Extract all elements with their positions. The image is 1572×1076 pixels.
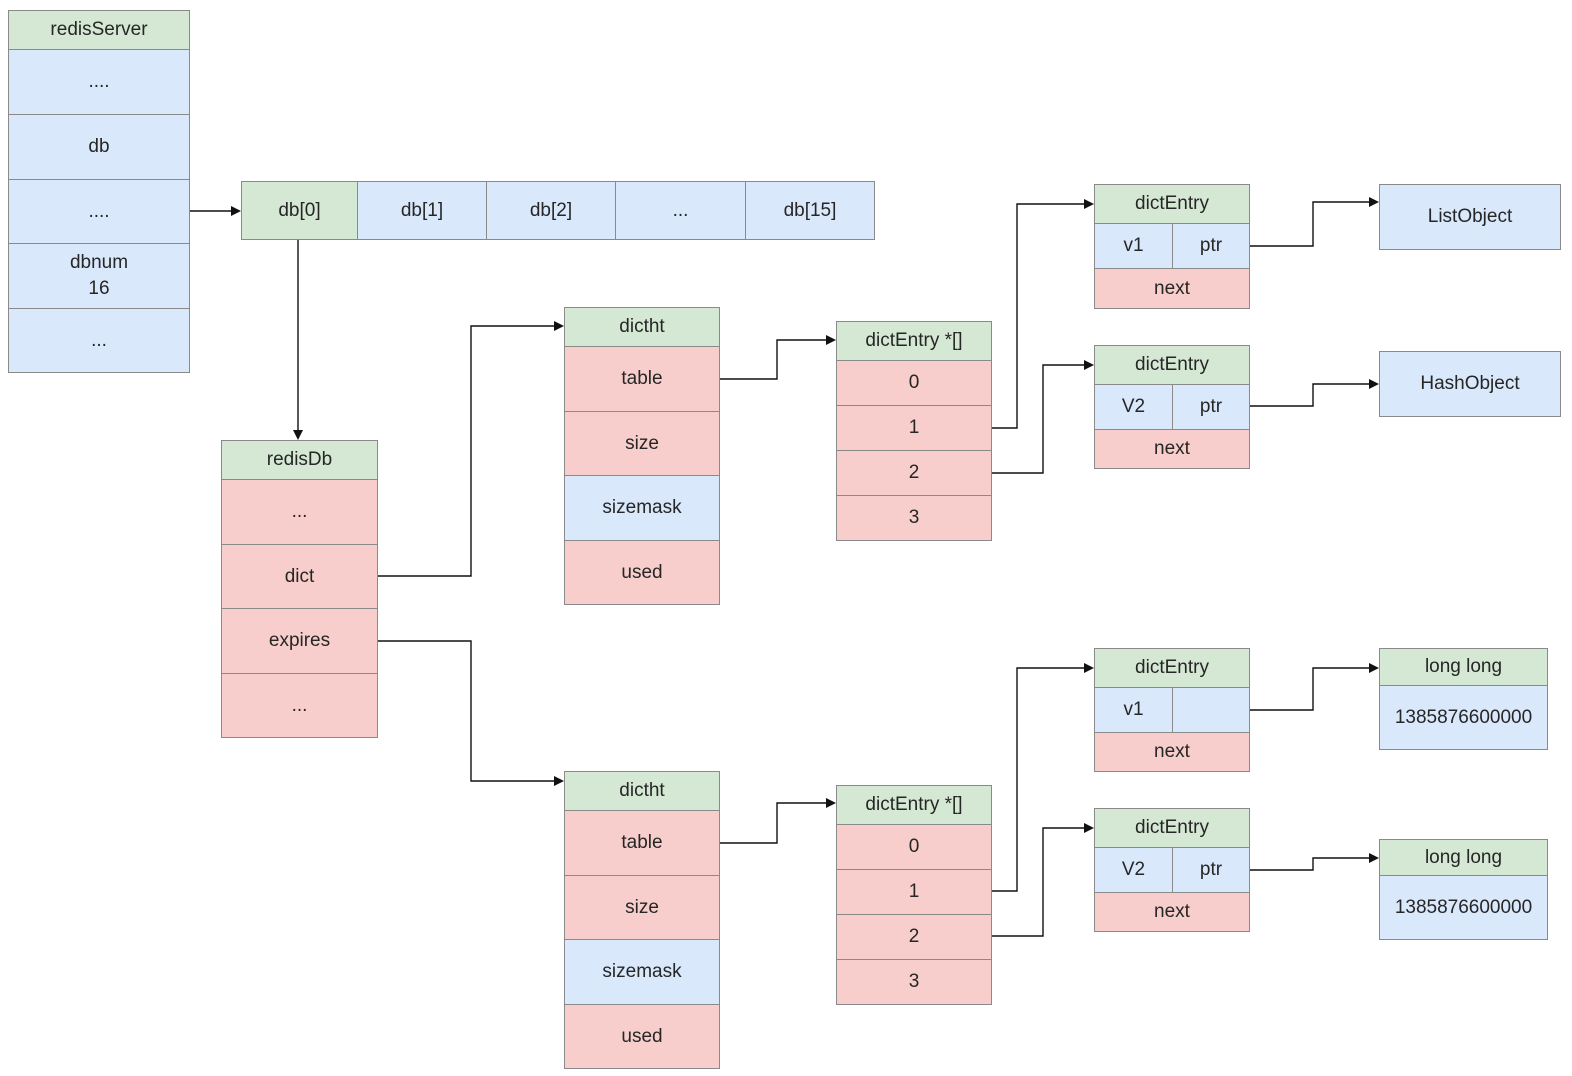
expires-bucket2-to-entry-connector <box>992 827 1084 937</box>
arrowhead-icon <box>1084 823 1094 833</box>
arrowhead-icon <box>293 430 303 440</box>
expires-table-header: dictht <box>564 771 720 811</box>
long-long-value-box: 1385876600000 <box>1379 875 1548 940</box>
expires-entry-header: dictEntry <box>1094 808 1250 848</box>
expires-entry-key: V2 <box>1094 847 1173 893</box>
expires-bucket-2: 2 <box>836 914 992 960</box>
long-long-type-header: long long <box>1379 648 1548 686</box>
db-array-cell-1: db[1] <box>357 181 487 240</box>
hash-object-box: HashObject <box>1379 351 1561 417</box>
arrowhead-icon <box>1369 197 1379 207</box>
redis-server-row: .... <box>8 179 190 244</box>
expires-bucket-0: 0 <box>836 824 992 870</box>
expires-entry-to-long-long-connector <box>1250 667 1369 711</box>
dict-buckets-header: dictEntry *[] <box>836 321 992 361</box>
redis-db-expires-field: expires <box>221 608 378 674</box>
arrowhead-icon <box>1084 663 1094 673</box>
redis-server-db-field: db <box>8 114 190 180</box>
expires-table-used-field: used <box>564 1004 720 1069</box>
expires-entry-value: ptr <box>1172 847 1250 893</box>
arrowhead-icon <box>554 776 564 786</box>
expires-to-expires-table-connector <box>378 640 554 782</box>
expires-entry-to-long-long-connector <box>1250 857 1369 871</box>
dict-bucket-3: 3 <box>836 495 992 541</box>
dict-table-size-field: size <box>564 411 720 476</box>
redis-server-row: ... <box>8 308 190 373</box>
arrowhead-icon <box>1084 360 1094 370</box>
redis-db-row: ... <box>221 673 378 738</box>
expires-table-size-field: size <box>564 875 720 940</box>
redis-server-dbnum-field: dbnum 16 <box>8 243 190 309</box>
expires-entry-next: next <box>1094 732 1250 772</box>
expires-table-sizemask-field: sizemask <box>564 939 720 1005</box>
dict-table-header: dictht <box>564 307 720 347</box>
dict-entry-key: v1 <box>1094 223 1173 269</box>
arrowhead-icon <box>1084 199 1094 209</box>
expires-entry-value <box>1172 687 1250 733</box>
expires-entry-next: next <box>1094 892 1250 932</box>
db-array-cell-15: db[15] <box>745 181 875 240</box>
expires-entry-header: dictEntry <box>1094 648 1250 688</box>
dict-to-dict-table-connector <box>378 325 554 577</box>
expires-bucket1-to-entry-connector <box>992 667 1084 892</box>
dict-table-sizemask-field: sizemask <box>564 475 720 541</box>
expires-entry-key: v1 <box>1094 687 1173 733</box>
dict-bucket-2: 2 <box>836 450 992 496</box>
expires-bucket-1: 1 <box>836 869 992 915</box>
long-long-value-box: 1385876600000 <box>1379 685 1548 750</box>
dict-entry-next: next <box>1094 429 1250 469</box>
db-array-cell-2: db[2] <box>486 181 616 240</box>
expires-buckets-header: dictEntry *[] <box>836 785 992 825</box>
arrowhead-icon <box>554 321 564 331</box>
entry-to-list-object-connector <box>1250 201 1369 247</box>
arrowhead-icon <box>1369 663 1379 673</box>
dict-table-table-field: table <box>564 346 720 412</box>
dict-bucket1-to-entry-connector <box>992 203 1084 429</box>
expires-table-table-field: table <box>564 810 720 876</box>
dict-entry-value: ptr <box>1172 223 1250 269</box>
dict-entry-next: next <box>1094 268 1250 309</box>
dict-table-used-field: used <box>564 540 720 605</box>
arrowhead-icon <box>826 335 836 345</box>
arrowhead-icon <box>826 798 836 808</box>
dict-entry-key: V2 <box>1094 384 1173 430</box>
entry-to-hash-object-connector <box>1250 383 1369 407</box>
expires-table-to-buckets-connector <box>720 802 826 844</box>
dict-table-to-buckets-connector <box>720 339 826 380</box>
dict-entry-value: ptr <box>1172 384 1250 430</box>
redis-server-header: redisServer <box>8 10 190 50</box>
arrowhead-icon <box>231 206 241 216</box>
dict-entry-header: dictEntry <box>1094 345 1250 385</box>
arrowhead-icon <box>1369 853 1379 863</box>
redis-server-row: .... <box>8 49 190 115</box>
dict-bucket-0: 0 <box>836 360 992 406</box>
long-long-type-header: long long <box>1379 839 1548 876</box>
db-array-cell-0: db[0] <box>241 181 358 240</box>
list-object-box: ListObject <box>1379 184 1561 250</box>
dict-entry-header: dictEntry <box>1094 184 1250 224</box>
db-array-cell-ellipsis: ... <box>615 181 746 240</box>
expires-bucket-3: 3 <box>836 959 992 1005</box>
redis-db-dict-field: dict <box>221 544 378 609</box>
dict-bucket2-to-entry-connector <box>992 364 1084 474</box>
arrowhead-icon <box>1369 379 1379 389</box>
redis-db-header: redisDb <box>221 440 378 480</box>
dict-bucket-1: 1 <box>836 405 992 451</box>
redis-db-row: ... <box>221 479 378 545</box>
